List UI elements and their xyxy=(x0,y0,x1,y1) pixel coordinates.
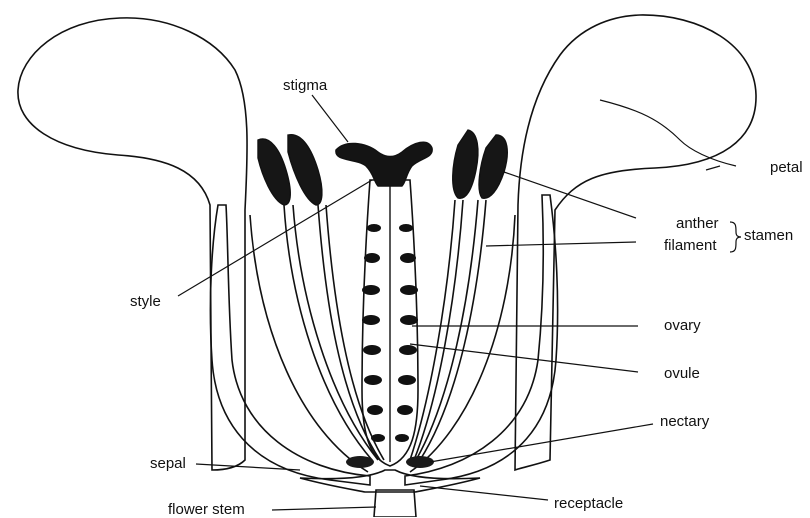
label-style: style xyxy=(130,294,161,309)
sepal-left xyxy=(210,205,370,485)
label-filament: filament xyxy=(664,238,717,253)
flower-stem-shape xyxy=(374,490,416,517)
label-receptacle: receptacle xyxy=(554,496,623,511)
receptacle-shape xyxy=(300,470,480,492)
label-petal: petal xyxy=(770,160,803,175)
label-anther: anther xyxy=(676,216,719,231)
label-nectary: nectary xyxy=(660,414,709,429)
filaments xyxy=(250,200,515,472)
label-stigma: stigma xyxy=(283,78,327,93)
stigma-shape xyxy=(336,142,432,186)
label-sepal: sepal xyxy=(150,456,186,471)
label-ovary: ovary xyxy=(664,318,701,333)
sepal-right xyxy=(405,195,558,485)
label-flower-stem: flower stem xyxy=(168,502,245,517)
label-ovule: ovule xyxy=(664,366,700,381)
label-stamen: stamen xyxy=(744,228,793,243)
